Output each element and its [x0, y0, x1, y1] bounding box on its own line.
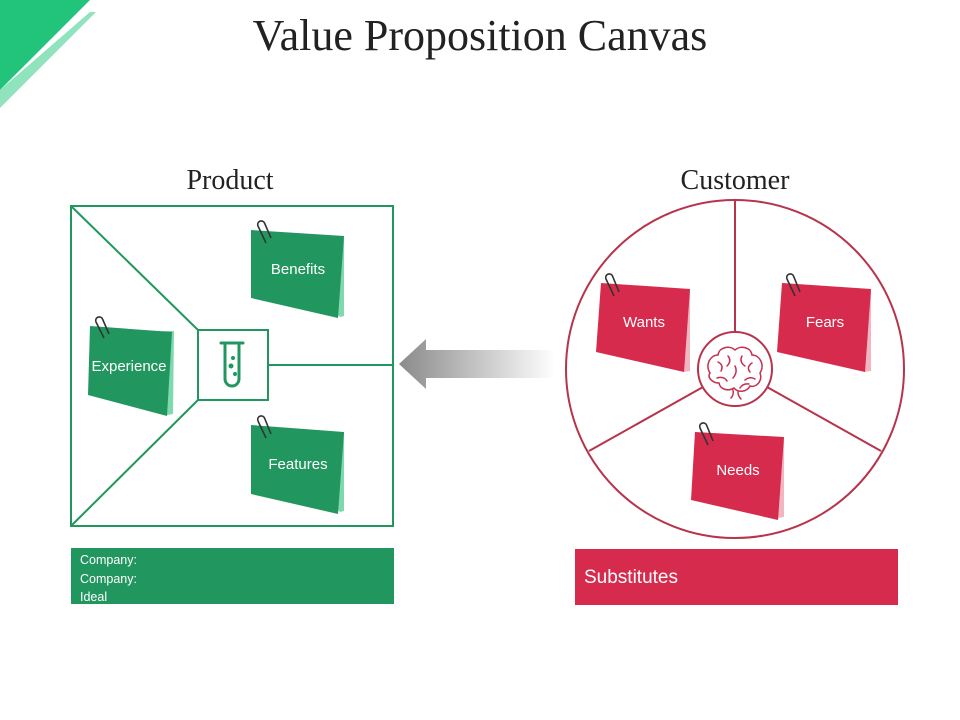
features-label: Features	[268, 456, 327, 473]
wants-label: Wants	[623, 314, 665, 331]
needs-note: Needs	[691, 432, 784, 520]
substitutes-label: Substitutes	[584, 567, 678, 588]
product-title: Product	[186, 165, 274, 196]
ideal-line: Ideal	[80, 590, 108, 604]
fears-label: Fears	[806, 314, 844, 331]
company-line: Company:	[80, 553, 137, 567]
experience-note: Experience	[88, 326, 174, 416]
test-tube-icon	[219, 341, 245, 388]
page-title: Value Proposition Canvas	[252, 11, 708, 60]
paperclip-icon	[604, 273, 620, 297]
paperclip-icon	[94, 316, 110, 339]
product-square	[70, 205, 394, 527]
customer-title: Customer	[680, 165, 790, 196]
benefits-note: Benefits	[251, 230, 344, 318]
paperclip-icon	[256, 220, 272, 244]
company-line: Company:	[80, 571, 137, 586]
paperclip-icon	[698, 422, 714, 446]
features-note: Features	[251, 425, 344, 514]
needs-label: Needs	[716, 462, 759, 479]
product-info-bar: Company: Company: Ideal	[71, 548, 394, 604]
corner-decoration	[0, 0, 96, 108]
wants-note: Wants	[596, 283, 690, 372]
arrow-left-icon	[399, 339, 555, 389]
paperclip-icon	[785, 273, 801, 297]
customer-circle	[565, 199, 905, 539]
brain-icon	[707, 346, 763, 400]
substitutes-bar: Substitutes	[575, 549, 898, 605]
experience-label: Experience	[91, 358, 166, 375]
fears-note: Fears	[777, 283, 871, 372]
benefits-label: Benefits	[271, 261, 325, 278]
paperclip-icon	[256, 415, 272, 439]
